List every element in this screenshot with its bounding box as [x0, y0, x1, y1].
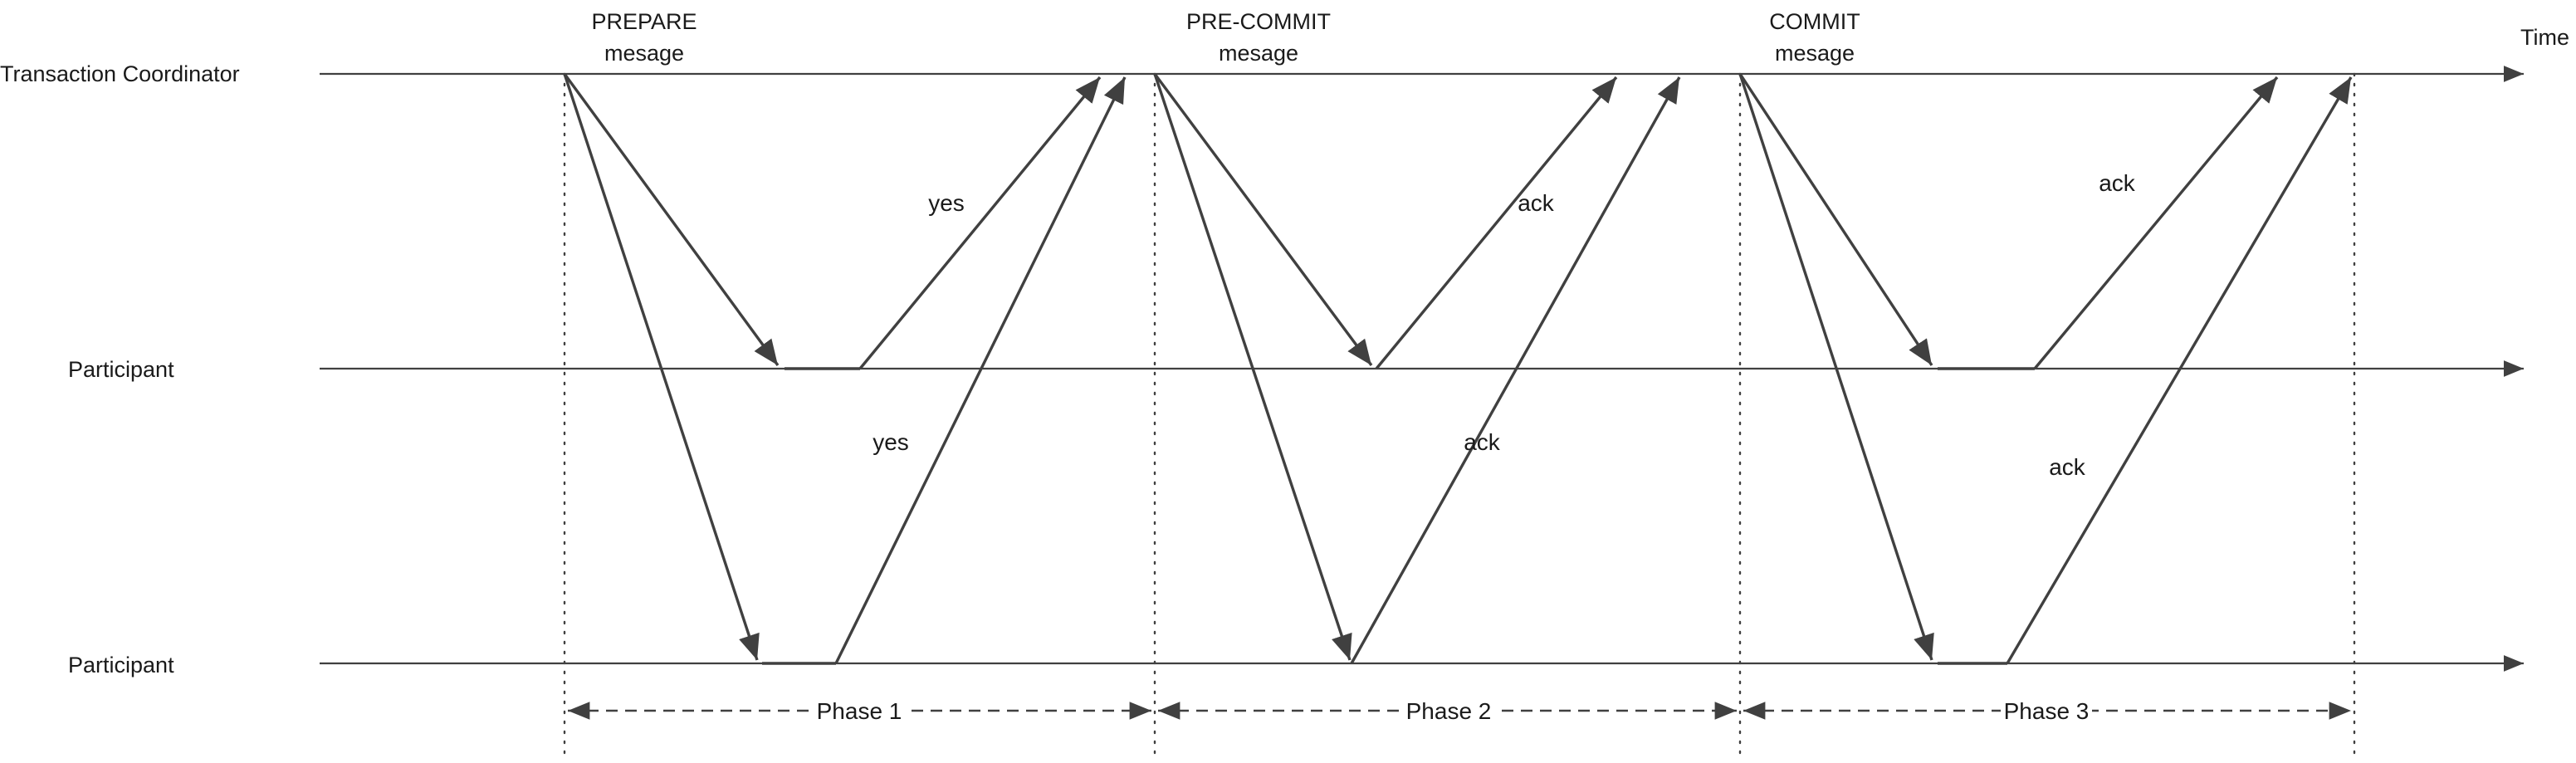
response-label-p2-phase1: yes — [873, 429, 909, 455]
response-label-p2-phase3: ack — [2049, 454, 2086, 480]
ack-response-arrow-p2-phase3 — [2006, 76, 2353, 664]
ack-response-arrow-p2-phase2 — [1350, 76, 1681, 664]
yes-response-arrow-p2 — [834, 76, 1127, 664]
pre-commit-message-title: PRE-COMMIT — [1186, 9, 1331, 34]
commit-request-arrow-p1 — [1738, 73, 1933, 366]
commit-message-title: COMMIT — [1769, 9, 1860, 34]
phase-1-label: Phase 1 — [817, 698, 902, 724]
ack-response-arrow-p1-phase3 — [2033, 76, 2279, 370]
prepare-message-title: PREPARE — [591, 9, 697, 34]
phase-label-background — [2001, 696, 2092, 726]
pre-commit-request-arrow-p2 — [1153, 73, 1352, 661]
response-label-p2-phase2: ack — [1464, 429, 1501, 455]
participant-2-label: Participant — [68, 653, 174, 677]
phase-2-label: Phase 2 — [1406, 698, 1492, 724]
ack-response-arrow-p1-phase2 — [1375, 76, 1618, 370]
yes-response-arrow-p1 — [858, 76, 1102, 370]
response-label-p1-phase3: ack — [2099, 170, 2136, 196]
prepare-request-arrow-p2 — [563, 73, 760, 661]
time-axis-label: Time — [2520, 25, 2569, 50]
participant-1-label: Participant — [68, 357, 174, 382]
phase-label-background — [1403, 696, 1494, 726]
response-label-p1-phase2: ack — [1518, 190, 1555, 216]
pre-commit-request-arrow-p1 — [1153, 72, 1373, 367]
pre-commit-message-subtitle: mesage — [1219, 41, 1298, 66]
coordinator-label: Transaction Coordinator — [0, 61, 240, 86]
prepare-message-subtitle: mesage — [604, 41, 684, 66]
prepare-request-arrow-p1 — [563, 72, 780, 367]
response-label-p1-phase1: yes — [928, 190, 965, 216]
commit-request-arrow-p2 — [1738, 73, 1934, 661]
commit-message-subtitle: mesage — [1775, 41, 1855, 66]
phase-3-label: Phase 3 — [2004, 698, 2090, 724]
phase-label-background — [814, 696, 905, 726]
